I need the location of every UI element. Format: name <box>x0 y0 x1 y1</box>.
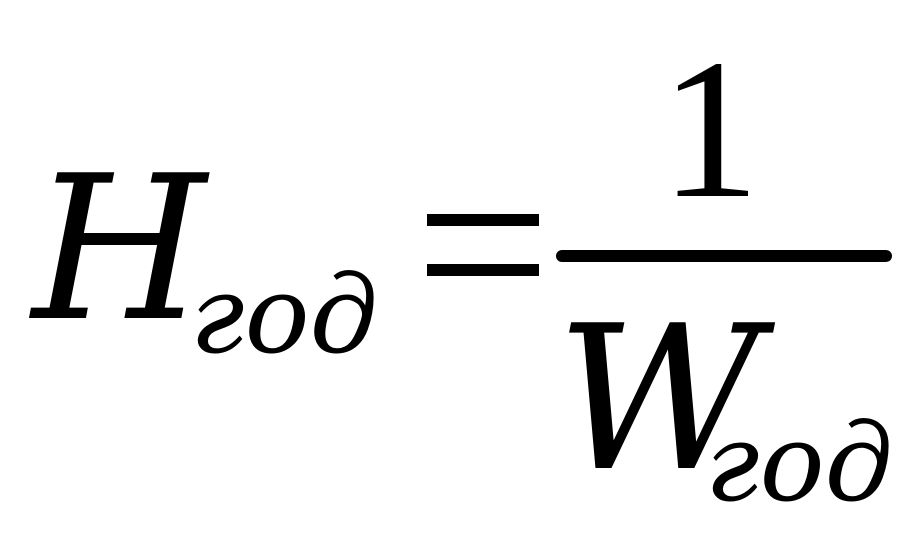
fraction-numerator: 1 <box>660 19 760 240</box>
lhs-variable: H <box>32 133 207 366</box>
lhs-subscript: год <box>190 253 379 378</box>
fraction-bar <box>556 250 892 262</box>
equals-sign <box>427 214 539 276</box>
equals-bar-bottom <box>427 264 539 276</box>
denominator-variable: W <box>556 283 762 516</box>
equals-bar-top <box>427 214 539 226</box>
denominator-subscript: год <box>705 401 894 526</box>
